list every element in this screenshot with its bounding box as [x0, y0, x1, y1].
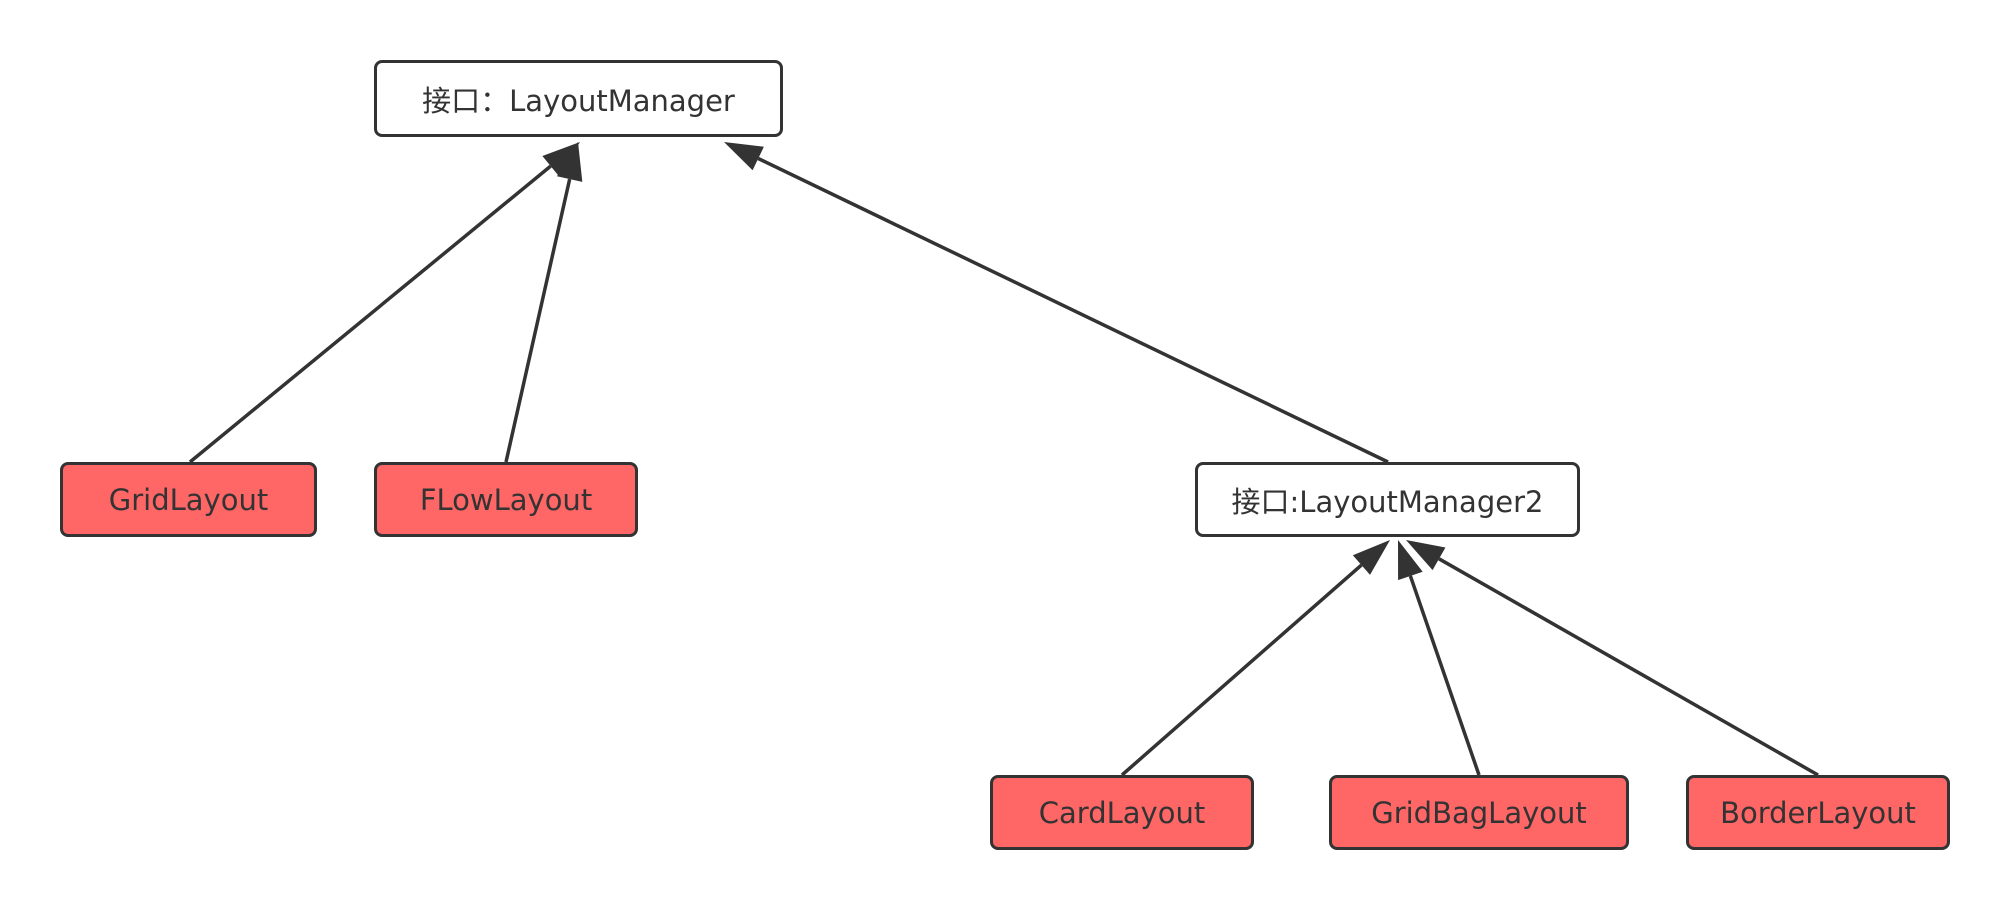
class-cardlayout-node[interactable]: CardLayout: [990, 775, 1254, 850]
arrowhead-flowlayout-to-layoutmanager: [556, 142, 583, 182]
class-flowlayout-node[interactable]: FLowLayout: [374, 462, 638, 537]
arrowhead-gridlayout-to-layoutmanager: [542, 142, 580, 177]
arrowhead-gridbaglayout-to-layoutmanager2: [1398, 540, 1423, 581]
interface-layoutmanager-node[interactable]: 接口：LayoutManager: [374, 60, 783, 137]
edge-layoutmanager2-to-layoutmanager: [757, 156, 1389, 464]
edge-cardlayout-to-layoutmanager2: [1120, 563, 1363, 777]
edge-flowlayout-to-layoutmanager: [504, 178, 572, 463]
arrowhead-borderlayout-to-layoutmanager2: [1406, 540, 1446, 571]
interface-layoutmanager2-node[interactable]: 接口:LayoutManager2: [1195, 462, 1580, 537]
edge-borderlayout-to-layoutmanager2: [1438, 557, 1819, 777]
edge-gridlayout-to-layoutmanager: [188, 164, 552, 464]
class-borderlayout-node[interactable]: BorderLayout: [1686, 775, 1950, 850]
arrowhead-layoutmanager2-to-layoutmanager: [724, 142, 764, 171]
edge-gridbaglayout-to-layoutmanager2: [1408, 575, 1481, 776]
class-gridbaglayout-node[interactable]: GridBagLayout: [1329, 775, 1629, 850]
arrowhead-cardlayout-to-layoutmanager2: [1352, 540, 1390, 575]
class-gridlayout-node[interactable]: GridLayout: [60, 462, 317, 537]
